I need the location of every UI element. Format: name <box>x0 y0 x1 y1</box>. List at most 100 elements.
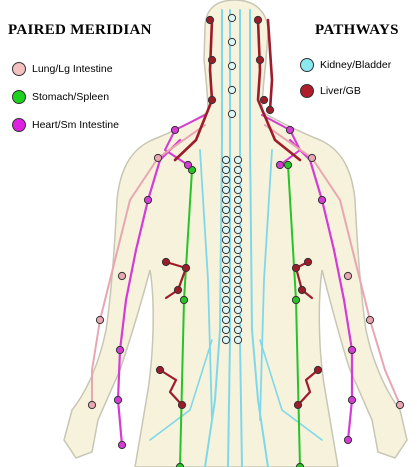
kidney-bladder-point <box>234 156 241 163</box>
kidney-bladder-point <box>228 110 235 117</box>
heart-small-intestine-point <box>171 126 178 133</box>
stomach-spleen-point <box>296 463 303 467</box>
lung-large-intestine-point <box>308 154 315 161</box>
lung-large-intestine-point <box>396 401 403 408</box>
kidney-bladder-point <box>222 226 229 233</box>
legend-heart-small-intestine: Heart/Sm Intestine <box>12 118 119 132</box>
kidney-bladder-point <box>234 286 241 293</box>
kidney-bladder-point <box>222 276 229 283</box>
kidney-bladder-point <box>234 326 241 333</box>
heart-small-intestine-point <box>348 396 355 403</box>
kidney-bladder-point <box>222 176 229 183</box>
title-pathways: PATHWAYS <box>315 22 399 39</box>
legend-stomach-spleen: Stomach/Spleen <box>12 90 109 104</box>
kidney-bladder-point <box>234 276 241 283</box>
circle-icon <box>300 84 314 98</box>
liver-gallbladder-point <box>298 286 305 293</box>
liver-gallbladder-point <box>314 366 321 373</box>
kidney-bladder-point <box>234 306 241 313</box>
legend-label: Kidney/Bladder <box>320 59 391 71</box>
legend-liver-gallbladder: Liver/GB <box>300 84 361 98</box>
liver-gallbladder-line <box>268 20 272 110</box>
kidney-bladder-point <box>222 156 229 163</box>
heart-small-intestine-point <box>118 441 125 448</box>
lung-large-intestine-point <box>366 316 373 323</box>
kidney-bladder-point <box>228 86 235 93</box>
lung-large-intestine-point <box>96 316 103 323</box>
kidney-bladder-point <box>234 166 241 173</box>
kidney-bladder-point <box>222 296 229 303</box>
kidney-bladder-point <box>222 286 229 293</box>
circle-icon <box>300 58 314 72</box>
kidney-bladder-point <box>234 176 241 183</box>
liver-gallbladder-point <box>208 96 215 103</box>
legend-label: Liver/GB <box>320 85 361 97</box>
heart-small-intestine-point <box>276 161 283 168</box>
kidney-bladder-point <box>234 186 241 193</box>
kidney-bladder-point <box>234 316 241 323</box>
legend-label: Stomach/Spleen <box>32 91 109 103</box>
heart-small-intestine-point <box>348 346 355 353</box>
kidney-bladder-point <box>222 166 229 173</box>
liver-gallbladder-point <box>174 286 181 293</box>
kidney-bladder-point <box>222 306 229 313</box>
heart-small-intestine-point <box>318 196 325 203</box>
kidney-bladder-point <box>222 336 229 343</box>
kidney-bladder-point <box>228 62 235 69</box>
legend-label: Lung/Lg Intestine <box>32 63 113 75</box>
circle-icon <box>12 90 26 104</box>
stomach-spleen-point <box>284 161 291 168</box>
heart-small-intestine-point <box>144 196 151 203</box>
heart-small-intestine-point <box>114 396 121 403</box>
liver-gallbladder-point <box>260 96 267 103</box>
heart-small-intestine-point <box>116 346 123 353</box>
legend-lung-large-intestine: Lung/Lg Intestine <box>12 62 113 76</box>
kidney-bladder-point <box>222 206 229 213</box>
lung-large-intestine-point <box>118 272 125 279</box>
kidney-bladder-point <box>234 196 241 203</box>
lung-large-intestine-point <box>154 154 161 161</box>
kidney-bladder-point <box>222 246 229 253</box>
lung-large-intestine-point <box>344 272 351 279</box>
circle-icon <box>12 62 26 76</box>
kidney-bladder-point <box>222 266 229 273</box>
heart-small-intestine-point <box>344 436 351 443</box>
kidney-bladder-point <box>234 236 241 243</box>
kidney-bladder-point <box>234 246 241 253</box>
liver-gallbladder-point <box>182 264 189 271</box>
liver-gallbladder-point <box>156 366 163 373</box>
kidney-bladder-point <box>234 216 241 223</box>
stomach-spleen-point <box>180 296 187 303</box>
liver-gallbladder-point <box>206 16 213 23</box>
heart-small-intestine-point <box>286 126 293 133</box>
kidney-bladder-point <box>222 316 229 323</box>
liver-gallbladder-point <box>178 401 185 408</box>
kidney-bladder-point <box>222 236 229 243</box>
kidney-bladder-point <box>228 38 235 45</box>
stomach-spleen-point <box>292 296 299 303</box>
kidney-bladder-point <box>222 216 229 223</box>
circle-icon <box>12 118 26 132</box>
kidney-bladder-point <box>234 206 241 213</box>
liver-gallbladder-point <box>208 56 215 63</box>
liver-gallbladder-point <box>256 56 263 63</box>
lung-large-intestine-point <box>88 401 95 408</box>
stomach-spleen-point <box>176 463 183 467</box>
kidney-bladder-point <box>234 226 241 233</box>
heart-small-intestine-point <box>184 161 191 168</box>
legend-kidney-bladder: Kidney/Bladder <box>300 58 391 72</box>
kidney-bladder-point <box>234 296 241 303</box>
kidney-bladder-point <box>228 14 235 21</box>
liver-gallbladder-point <box>266 106 273 113</box>
liver-gallbladder-point <box>162 258 169 265</box>
liver-gallbladder-point <box>292 264 299 271</box>
kidney-bladder-point <box>234 266 241 273</box>
kidney-bladder-point <box>222 196 229 203</box>
liver-gallbladder-point <box>294 401 301 408</box>
liver-gallbladder-point <box>254 16 261 23</box>
kidney-bladder-point <box>222 326 229 333</box>
legend-label: Heart/Sm Intestine <box>32 119 119 131</box>
liver-gallbladder-point <box>304 258 311 265</box>
kidney-bladder-point <box>234 336 241 343</box>
